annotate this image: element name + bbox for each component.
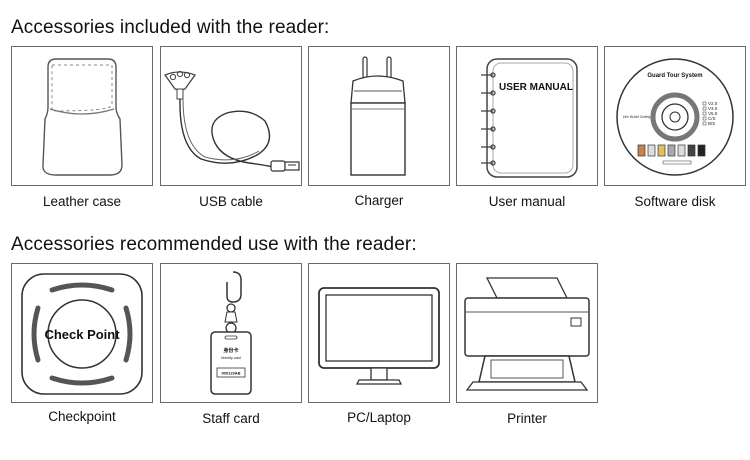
card-title: 身份卡 (223, 347, 238, 354)
accessory-card-staff-card: 身份卡 Identity card 000123AB (160, 263, 302, 403)
section-title-included: Accessories included with the reader: (11, 17, 330, 38)
disk-title: Guard Tour System (647, 73, 702, 79)
caption-checkpoint: Checkpoint (48, 409, 116, 424)
accessory-card-user-manual: USER MANUAL (456, 46, 598, 186)
accessory-card-leather-case (11, 46, 153, 186)
disk-version-4: C/S (708, 116, 716, 121)
charger-icon (350, 56, 406, 176)
section-title-recommended: Accessories recommended use with the rea… (11, 234, 417, 255)
disk-tagline: We Build Safety (623, 114, 652, 119)
caption-printer: Printer (507, 411, 547, 426)
caption-staff-card: Staff card (202, 411, 260, 426)
disk-version-2: V3.0 (708, 106, 718, 111)
monitor-icon (318, 287, 440, 385)
caption-software-disk: Software disk (634, 194, 716, 209)
accessory-card-charger (308, 46, 450, 186)
checkpoint-icon: Check Point (21, 273, 143, 395)
staff-card-icon: 身份卡 Identity card 000123AB (210, 271, 252, 395)
checkpoint-center-text: Check Point (44, 327, 120, 342)
accessory-card-usb-cable (160, 46, 302, 186)
accessory-card-software-disk: Guard Tour System We Build Safety V2.0 V… (604, 46, 746, 186)
manual-cover-text: USER MANUAL (499, 82, 573, 93)
caption-charger: Charger (354, 193, 404, 208)
user-manual-icon: USER MANUAL (481, 58, 578, 178)
card-subtitle: Identity card (221, 356, 241, 360)
leather-case-icon (42, 58, 123, 176)
software-disk-icon: Guard Tour System We Build Safety V2.0 V… (616, 58, 734, 176)
disk-version-5: B/S (708, 121, 715, 126)
disk-version-3: V5.0 (708, 111, 718, 116)
disk-version-1: V2.0 (708, 101, 718, 106)
accessory-card-pc-laptop (308, 263, 450, 403)
caption-usb-cable: USB cable (199, 194, 263, 209)
card-number: 000123AB (221, 371, 240, 376)
caption-leather-case: Leather case (42, 194, 122, 209)
accessory-card-printer (456, 263, 598, 403)
accessory-card-checkpoint: Check Point (11, 263, 153, 403)
usb-cable-icon (164, 70, 300, 172)
caption-user-manual: User manual (488, 194, 566, 209)
caption-pc-laptop: PC/Laptop (347, 410, 411, 425)
printer-icon (464, 277, 590, 391)
